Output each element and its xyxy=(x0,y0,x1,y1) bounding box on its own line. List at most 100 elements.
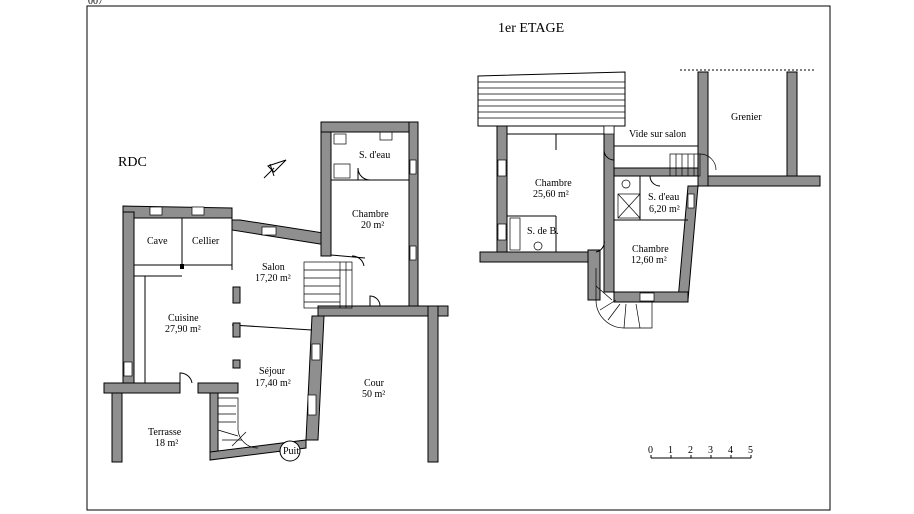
label-cuisine: Cuisine xyxy=(168,313,199,324)
scale-label-3: 3 xyxy=(708,445,713,456)
label-sdeau-etage-area: 6,20 m² xyxy=(649,204,680,215)
label-cour: Cour xyxy=(364,378,385,389)
etage-spiral-stair xyxy=(595,268,653,329)
etage-wall-south xyxy=(479,251,601,263)
well-label: Puit xyxy=(283,446,299,457)
toilet-etage xyxy=(621,179,631,189)
rdc-title: RDC xyxy=(118,155,147,170)
window-5 xyxy=(311,343,321,361)
label-salon-area: 17,20 m² xyxy=(255,273,291,284)
label-sejour: Séjour xyxy=(259,366,286,377)
etage-door-1 xyxy=(603,149,615,161)
etage-wall-grenier-w xyxy=(697,71,709,187)
corner-label: 007 xyxy=(88,0,103,7)
etage-door-2 xyxy=(595,239,605,253)
label-chambre1: Chambre xyxy=(535,178,572,189)
north-arrow-icon xyxy=(263,159,287,179)
pillar-3 xyxy=(232,359,241,369)
label-terrasse-area: 18 m² xyxy=(155,438,178,449)
label-grenier: Grenier xyxy=(731,112,762,123)
wall-chambre-west xyxy=(320,121,332,257)
etage-stairs-top xyxy=(669,153,717,177)
label-vide: Vide sur salon xyxy=(629,129,686,140)
label-cave: Cave xyxy=(147,236,168,247)
etage-window-2 xyxy=(497,223,507,241)
wall-sejour-east xyxy=(305,315,325,441)
rdc-plan: Puit RDC Cave Cellier Cuisine 27,90 m² S… xyxy=(103,121,449,463)
pillar-2 xyxy=(232,322,241,338)
wall-terrasse-west xyxy=(111,392,123,463)
sdeau-shower xyxy=(617,193,641,219)
label-terrasse: Terrasse xyxy=(148,427,182,438)
wall-chambre-east xyxy=(408,121,419,311)
sink-etage xyxy=(533,241,543,251)
etage-window-4 xyxy=(687,193,695,209)
wall-north-salon xyxy=(231,219,331,245)
wall-south-west xyxy=(103,382,181,394)
partition-chambre-south xyxy=(330,254,366,259)
etage-wall-grenier-e xyxy=(786,71,798,177)
label-sdb: S. de B. xyxy=(527,226,559,237)
bathtub-fixture xyxy=(509,217,521,251)
pillar-1 xyxy=(232,286,241,304)
page-frame xyxy=(86,5,831,511)
scale-bar: 0 1 2 3 4 5 xyxy=(648,445,753,459)
wall-north-west xyxy=(122,205,233,219)
label-sdeau: S. d'eau xyxy=(359,150,390,161)
sink-fixture xyxy=(379,131,393,141)
salon-stairs xyxy=(303,261,353,309)
wall-cour-east xyxy=(427,305,439,463)
label-chambre2: Chambre xyxy=(632,244,669,255)
etage-wall-mid xyxy=(603,125,615,293)
wall-west xyxy=(122,211,135,387)
scale-label-2: 2 xyxy=(688,445,693,456)
etage-window-1 xyxy=(497,159,507,177)
cellier-shelf xyxy=(180,264,184,269)
label-cour-area: 50 m² xyxy=(362,389,385,400)
shower-fixture xyxy=(333,163,351,179)
etage-plan: 1er ETAGE xyxy=(477,21,821,329)
wall-south-mid xyxy=(197,382,239,394)
label-sejour-area: 17,40 m² xyxy=(255,378,291,389)
label-cellier: Cellier xyxy=(192,236,220,247)
etage-title: 1er ETAGE xyxy=(498,21,564,36)
door-chambre xyxy=(351,255,365,267)
shower-cross-2 xyxy=(617,193,641,219)
window-7 xyxy=(409,245,417,261)
well-icon xyxy=(279,440,301,462)
window-3 xyxy=(261,226,277,236)
scale-label-0: 0 xyxy=(648,445,653,456)
scale-label-5: 5 xyxy=(748,445,753,456)
scale-label-1: 1 xyxy=(668,445,673,456)
door-cuisine xyxy=(179,372,193,384)
wall-cour-north xyxy=(317,305,449,317)
label-salon: Salon xyxy=(262,262,285,273)
scale-label-4: 4 xyxy=(728,445,733,456)
window-6 xyxy=(409,159,417,175)
roof-hatch xyxy=(477,71,626,134)
window-2 xyxy=(191,206,205,216)
label-chambre1-area: 25,60 m² xyxy=(533,189,569,200)
window-1 xyxy=(149,206,163,216)
label-chambre: Chambre xyxy=(352,209,389,220)
toilet-fixture xyxy=(333,133,347,145)
etage-wall-top xyxy=(707,175,821,187)
etage-window-3 xyxy=(639,292,655,302)
label-cuisine-area: 27,90 m² xyxy=(165,324,201,335)
wall-stair-west xyxy=(209,392,219,457)
door-sdeau xyxy=(357,167,371,181)
etage-door-3 xyxy=(649,175,661,187)
etage-wall-sdeau xyxy=(613,167,699,177)
window-8 xyxy=(307,394,317,416)
window-4 xyxy=(123,361,133,377)
wall-chambre-north xyxy=(320,121,419,133)
label-sdeau-etage: S. d'eau xyxy=(648,192,679,203)
etage-window-5 xyxy=(603,125,615,135)
door-cour xyxy=(369,295,381,307)
label-chambre2-area: 12,60 m² xyxy=(631,255,667,266)
partition-salon-sejour xyxy=(231,324,313,331)
outdoor-stairs xyxy=(217,397,259,449)
label-chambre-area: 20 m² xyxy=(361,220,384,231)
etage-wall-stair xyxy=(587,249,601,301)
